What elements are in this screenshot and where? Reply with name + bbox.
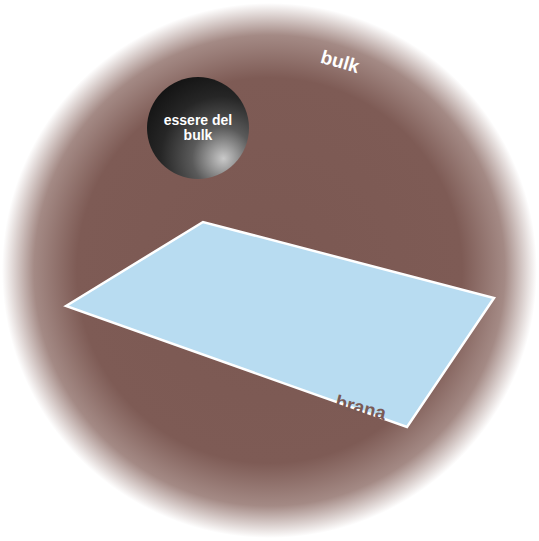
- brane-sheet: [66, 222, 494, 427]
- sphere-body: [147, 77, 249, 179]
- bulk-region: bulkessere del bulkbrana: [2, 3, 537, 538]
- brane-plane-outline: [66, 222, 494, 427]
- sphere-label: essere del bulk: [156, 113, 240, 144]
- brane-plane: brana: [66, 222, 494, 427]
- bulk-disc: [2, 3, 537, 538]
- bulk-being-sphere: essere del bulk: [146, 76, 250, 180]
